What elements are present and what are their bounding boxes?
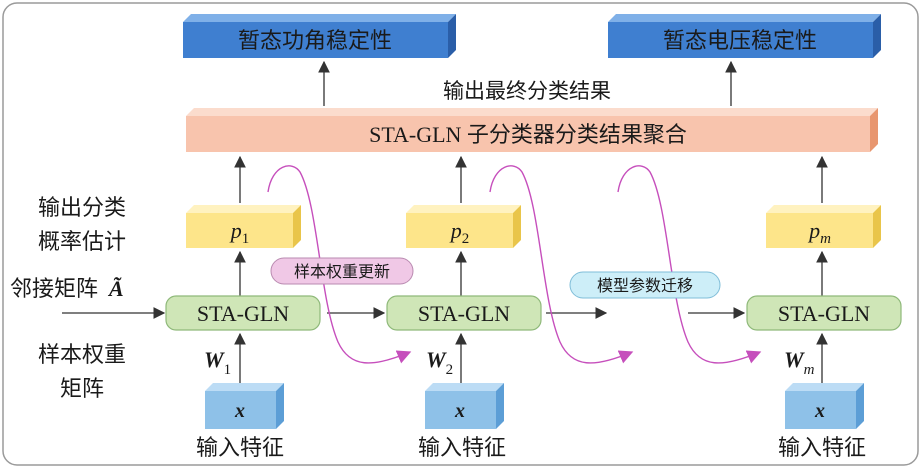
input-box-1 [205, 391, 276, 429]
weight-update-label: 样本权重更新 [294, 262, 390, 281]
prob-label-1: p1 [229, 218, 250, 247]
input-label-1: 输入特征 [196, 436, 284, 461]
weight-update-curve-m [617, 165, 762, 364]
column-m: pm STA-GLN Wm x 输入特征 [746, 155, 902, 461]
model-label-2: STA-GLN [418, 301, 510, 326]
output-box-angle: 暂态功角稳定性 [183, 14, 456, 58]
final-result-label: 输出最终分类结果 [443, 79, 611, 103]
input-symbol-1: x [234, 400, 245, 422]
weight-update-tag: 样本权重更新 [270, 257, 414, 285]
prob-box-m [766, 213, 873, 248]
aggregation-box: STA-GLN 子分类器分类结果聚合 [186, 108, 878, 152]
column-2: p2 STA-GLN W2 x 输入特征 [386, 155, 542, 461]
left-label-prob-line1: 输出分类 [38, 196, 126, 221]
prob-box-2 [406, 213, 513, 248]
input-box-m [785, 391, 856, 429]
prob-label-m: pm [807, 218, 831, 247]
param-transfer-label: 模型参数迁移 [597, 276, 693, 295]
model-box-2 [386, 295, 542, 331]
output-angle-label: 暂态功角稳定性 [238, 29, 392, 54]
model-label-m: STA-GLN [778, 301, 870, 326]
left-label-weight-line1: 样本权重 [38, 343, 126, 368]
param-transfer-tag: 模型参数迁移 [569, 271, 721, 299]
column-1: p1 STA-GLN W1 x 输入特征 [165, 155, 321, 461]
model-box-m [746, 295, 902, 331]
weight-label-1: W1 [204, 347, 231, 378]
aggregation-label: STA-GLN 子分类器分类结果聚合 [369, 122, 687, 147]
input-label-2: 输入特征 [418, 436, 506, 461]
left-label-weight-line2: 矩阵 [60, 377, 104, 402]
prob-box-1 [186, 213, 293, 248]
left-label-prob-line2: 概率估计 [38, 230, 126, 255]
left-label-adjacency: 邻接矩阵 Ã [10, 276, 124, 302]
input-symbol-m: x [814, 400, 825, 422]
model-box-1 [165, 295, 321, 331]
input-label-m: 输入特征 [778, 436, 866, 461]
weight-update-curve-2 [489, 165, 634, 364]
input-symbol-2: x [454, 400, 465, 422]
output-box-voltage: 暂态电压稳定性 [608, 14, 881, 58]
weight-label-2: W2 [426, 347, 453, 378]
input-box-2 [425, 391, 496, 429]
model-label-1: STA-GLN [197, 301, 289, 326]
prob-label-2: p2 [449, 218, 470, 247]
weight-label-m: Wm [784, 347, 815, 378]
output-voltage-label: 暂态电压稳定性 [663, 29, 817, 54]
